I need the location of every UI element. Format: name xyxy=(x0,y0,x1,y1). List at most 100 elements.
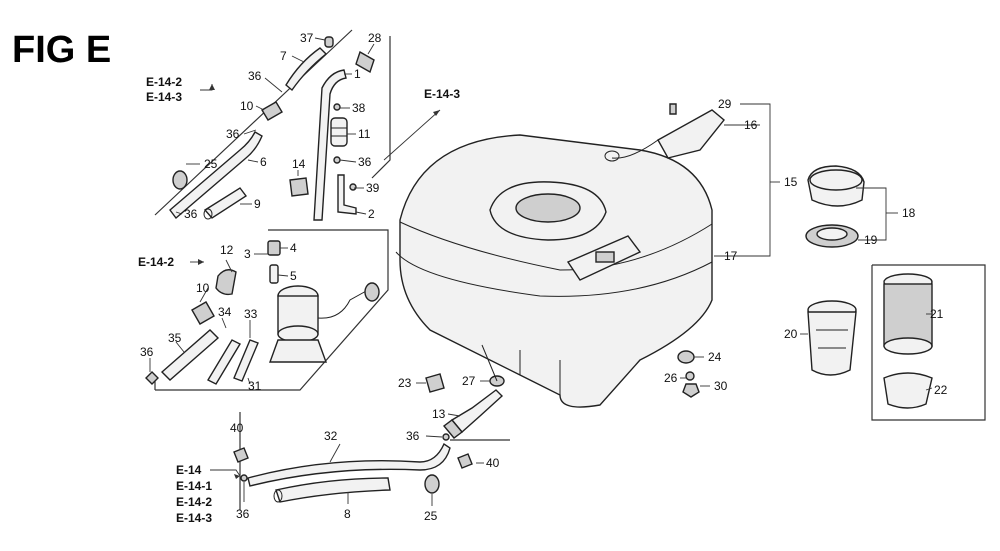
label-25-a: 25 xyxy=(204,157,218,171)
clamp-25-lower xyxy=(424,474,440,494)
hose-35 xyxy=(160,329,220,381)
label-33: 33 xyxy=(244,307,258,321)
clip-14 xyxy=(289,177,309,197)
clamp-39 xyxy=(349,183,357,191)
label-28: 28 xyxy=(368,31,382,45)
washer-26 xyxy=(685,371,695,381)
hose-6 xyxy=(169,131,263,220)
label-21: 21 xyxy=(930,307,944,321)
ref-e-14-2-pump: E-14-2 xyxy=(138,255,174,269)
label-40-a: 40 xyxy=(230,421,244,435)
ref-e-14-2-top: E-14-2 xyxy=(146,75,182,89)
strainer-21 xyxy=(883,273,933,355)
label-12: 12 xyxy=(220,243,234,257)
label-11: 11 xyxy=(358,127,371,141)
label-2: 2 xyxy=(368,207,375,221)
fuel-tube-1 xyxy=(313,69,347,221)
arrow-top-ref xyxy=(209,84,215,90)
clamp-36-bottom xyxy=(240,474,248,482)
ref-e-14-2-bottom: E-14-2 xyxy=(176,495,212,509)
label-23: 23 xyxy=(398,376,412,390)
label-25-b: 25 xyxy=(424,509,438,523)
label-36-c: 36 xyxy=(358,155,372,169)
pump-connector xyxy=(364,282,380,302)
clamp-37 xyxy=(324,36,334,48)
clamp-36-lower xyxy=(145,371,159,385)
label-39: 39 xyxy=(366,181,380,195)
label-36-g: 36 xyxy=(236,507,250,521)
ref-e-14-1: E-14-1 xyxy=(176,479,212,493)
ref-e-14-3-tank: E-14-3 xyxy=(424,87,460,101)
label-20: 20 xyxy=(784,327,798,341)
joint-12 xyxy=(215,269,237,296)
label-40-b: 40 xyxy=(486,456,500,470)
arrow-bottom-ref xyxy=(234,474,240,479)
label-1: 1 xyxy=(354,67,361,81)
label-37: 37 xyxy=(300,31,314,45)
label-14: 14 xyxy=(292,157,306,171)
fuel-filter-11 xyxy=(330,117,348,147)
label-19: 19 xyxy=(864,233,878,247)
strainer-group-outline xyxy=(871,264,986,421)
clamp-38 xyxy=(333,103,341,111)
label-32: 32 xyxy=(324,429,338,443)
label-4: 4 xyxy=(290,241,297,255)
label-5: 5 xyxy=(290,269,297,283)
hose-32 xyxy=(247,442,451,487)
label-10-b: 10 xyxy=(196,281,210,295)
label-24: 24 xyxy=(708,350,722,364)
label-7: 7 xyxy=(280,49,287,63)
tube-2 xyxy=(337,174,357,215)
label-36-e: 36 xyxy=(140,345,154,359)
hose-8 xyxy=(275,477,391,503)
label-36-a: 36 xyxy=(248,69,262,83)
label-38: 38 xyxy=(352,101,366,115)
joint-10-upper xyxy=(261,101,283,121)
pump-wire xyxy=(317,289,369,319)
leader-lines xyxy=(149,37,933,506)
nut-30 xyxy=(682,383,700,398)
label-18: 18 xyxy=(902,206,916,220)
ref-e-14-3-bottom: E-14-3 xyxy=(176,511,212,525)
ring-22 xyxy=(883,372,933,409)
label-22: 22 xyxy=(934,383,948,397)
clamp-40-right xyxy=(457,453,473,469)
ref-e-14: E-14 xyxy=(176,463,202,477)
label-30: 30 xyxy=(714,379,728,393)
clip-28 xyxy=(355,50,375,74)
label-36-b: 36 xyxy=(226,127,240,141)
label-17: 17 xyxy=(724,249,738,263)
fuel-cock-13 xyxy=(450,389,504,434)
label-8: 8 xyxy=(344,507,351,521)
label-27: 27 xyxy=(462,374,476,388)
clamp-25-upper xyxy=(172,170,188,190)
label-29: 29 xyxy=(718,97,732,111)
fuel-gauge-16 xyxy=(657,109,725,159)
hose-33 xyxy=(233,339,259,382)
label-35: 35 xyxy=(168,331,182,345)
label-36-f: 36 xyxy=(406,429,420,443)
label-31: 31 xyxy=(248,379,262,393)
clamp-36-mid xyxy=(442,433,450,441)
arrow-pump-ref xyxy=(198,259,204,265)
label-13: 13 xyxy=(432,407,446,421)
label-34: 34 xyxy=(218,305,232,319)
bolt-23 xyxy=(425,373,445,393)
fuel-tank-17 xyxy=(395,134,713,408)
figure-title: FIG E xyxy=(12,29,111,71)
screw-29 xyxy=(669,103,677,115)
clamp-36-upper xyxy=(333,156,341,164)
strainer-20 xyxy=(807,300,857,376)
label-16: 16 xyxy=(744,118,758,132)
label-6: 6 xyxy=(260,155,267,169)
washer-24 xyxy=(677,350,695,364)
arrow-tank-ref xyxy=(433,110,440,116)
joint-10-lower xyxy=(191,301,215,325)
label-26: 26 xyxy=(664,371,678,385)
label-10-a: 10 xyxy=(240,99,254,113)
pin-5 xyxy=(269,264,279,284)
collar-4 xyxy=(267,240,281,256)
hose-7 xyxy=(285,47,328,92)
hose-9 xyxy=(203,187,248,219)
